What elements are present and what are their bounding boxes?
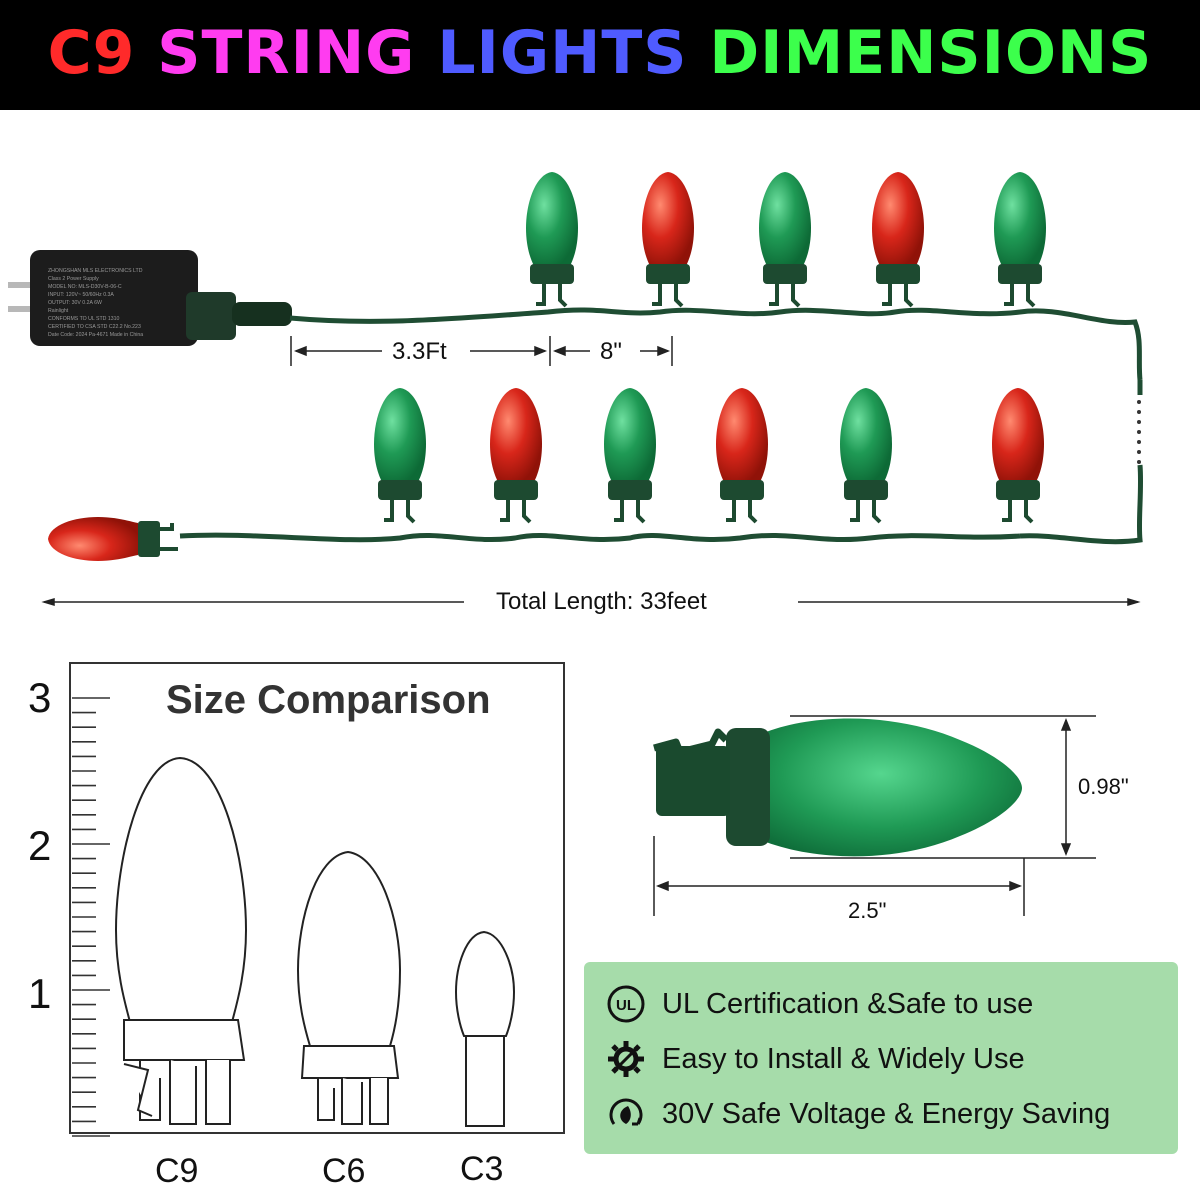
bulb-length-label: 2.5" [848,898,887,923]
title-word-string: STRING [157,18,416,88]
bulb-height-label: 0.98" [1078,774,1129,799]
scale-label-2: 2 [28,822,52,869]
adapter-label: ZHONGSHAN MLS ELECTRONICS LTD Class 2 Pow… [48,268,143,338]
lower-bulbs [374,388,1044,524]
title-word-dimensions: DIMENSIONS [709,18,1153,88]
bulb-dimension-lines [653,715,1096,916]
power-adapter: ZHONGSHAN MLS ELECTRONICS LTD Class 2 Pow… [8,250,292,346]
ruler-scale [72,697,110,1137]
adapter-label-line: INPUT: 120V~ 50/60Hz 0.3A [48,292,114,298]
total-length-label: Total Length: 33feet [496,588,707,615]
bulb-clip [653,728,729,756]
c6-label: C6 [322,1152,366,1190]
gear-tools-icon [608,1041,644,1077]
feature-energy-text: 30V Safe Voltage & Energy Saving [662,1097,1111,1130]
lower-bulb-6 [992,388,1044,524]
upper-bulb-5 [994,172,1046,308]
adapter-label-line: Rainlight [48,308,69,314]
feature-install: Easy to Install & Widely Use [606,1039,1025,1079]
lower-bulb-4 [716,388,768,524]
single-bulb-diagram [653,715,1096,916]
lower-bulb-2 [490,388,542,524]
bulb-spacing-label: 8" [600,338,622,365]
lower-bulb-1 [374,388,426,524]
wire-continuation-dots [1137,400,1141,464]
c9-bulb-outline [114,756,248,1125]
right-wire [1019,380,1144,545]
scale-label-3: 3 [28,674,52,721]
feature-ul-text: UL Certification &Safe to use [662,987,1034,1020]
energy-leaf-icon [609,1098,643,1126]
adapter-label-line: CERTIFIED TO CSA STD C22.2 No.223 [48,324,141,330]
lead-length-label: 3.3Ft [392,338,447,365]
page-title: C9 STRING LIGHTS DIMENSIONS [0,18,1200,88]
ul-certification-icon: UL [607,985,645,1023]
size-comparison-title: Size Comparison [166,678,491,722]
upper-bulb-4 [872,172,924,308]
green-bulb-glass [766,718,1022,857]
bulb-socket [726,728,770,846]
adapter-label-line: Date Code: 2024 Pa-4671 Made in China [48,332,143,338]
adapter-label-line: OUTPUT: 30V 0.2A 6W [48,300,102,306]
upper-bulb-1 [526,172,578,308]
adapter-label-line: MODEL NO: MLS-D30V-B-06-C [48,284,122,290]
upper-bulb-3 [759,172,811,308]
end-bulb [48,517,178,561]
c6-bulb-outline [296,850,402,1125]
c3-bulb-outline [454,930,516,1127]
feature-ul: UL UL Certification &Safe to use [606,984,1033,1024]
svg-text:UL: UL [616,997,636,1014]
size-comparison-panel [69,662,565,1137]
scale-label-1: 1 [28,970,52,1017]
lower-bulb-5 [840,388,892,524]
header-banner: C9 STRING LIGHTS DIMENSIONS [0,0,1200,110]
feature-energy: 30V Safe Voltage & Energy Saving [606,1094,1110,1134]
title-word-c9: C9 [47,18,136,88]
lower-wire [179,532,1021,543]
lower-bulb-3 [604,388,656,524]
c3-label: C3 [460,1150,504,1188]
adapter-label-line: ZHONGSHAN MLS ELECTRONICS LTD [48,268,143,274]
bulb-base [656,746,730,816]
features-box: UL UL Certification &Safe to use Easy to… [584,962,1178,1154]
upper-bulb-2 [642,172,694,308]
c9-label: C9 [155,1152,199,1190]
title-word-lights: LIGHTS [437,18,688,88]
dimension-lines [41,336,1141,607]
upper-wire [289,307,1143,381]
adapter-label-line: CONFORMS TO UL STD 1310 [48,316,120,322]
string-lights-diagram: ZHONGSHAN MLS ELECTRONICS LTD Class 2 Pow… [8,172,1144,607]
feature-install-text: Easy to Install & Widely Use [662,1042,1025,1075]
adapter-label-line: Class 2 Power Supply [48,276,99,282]
upper-bulbs [526,172,1046,308]
